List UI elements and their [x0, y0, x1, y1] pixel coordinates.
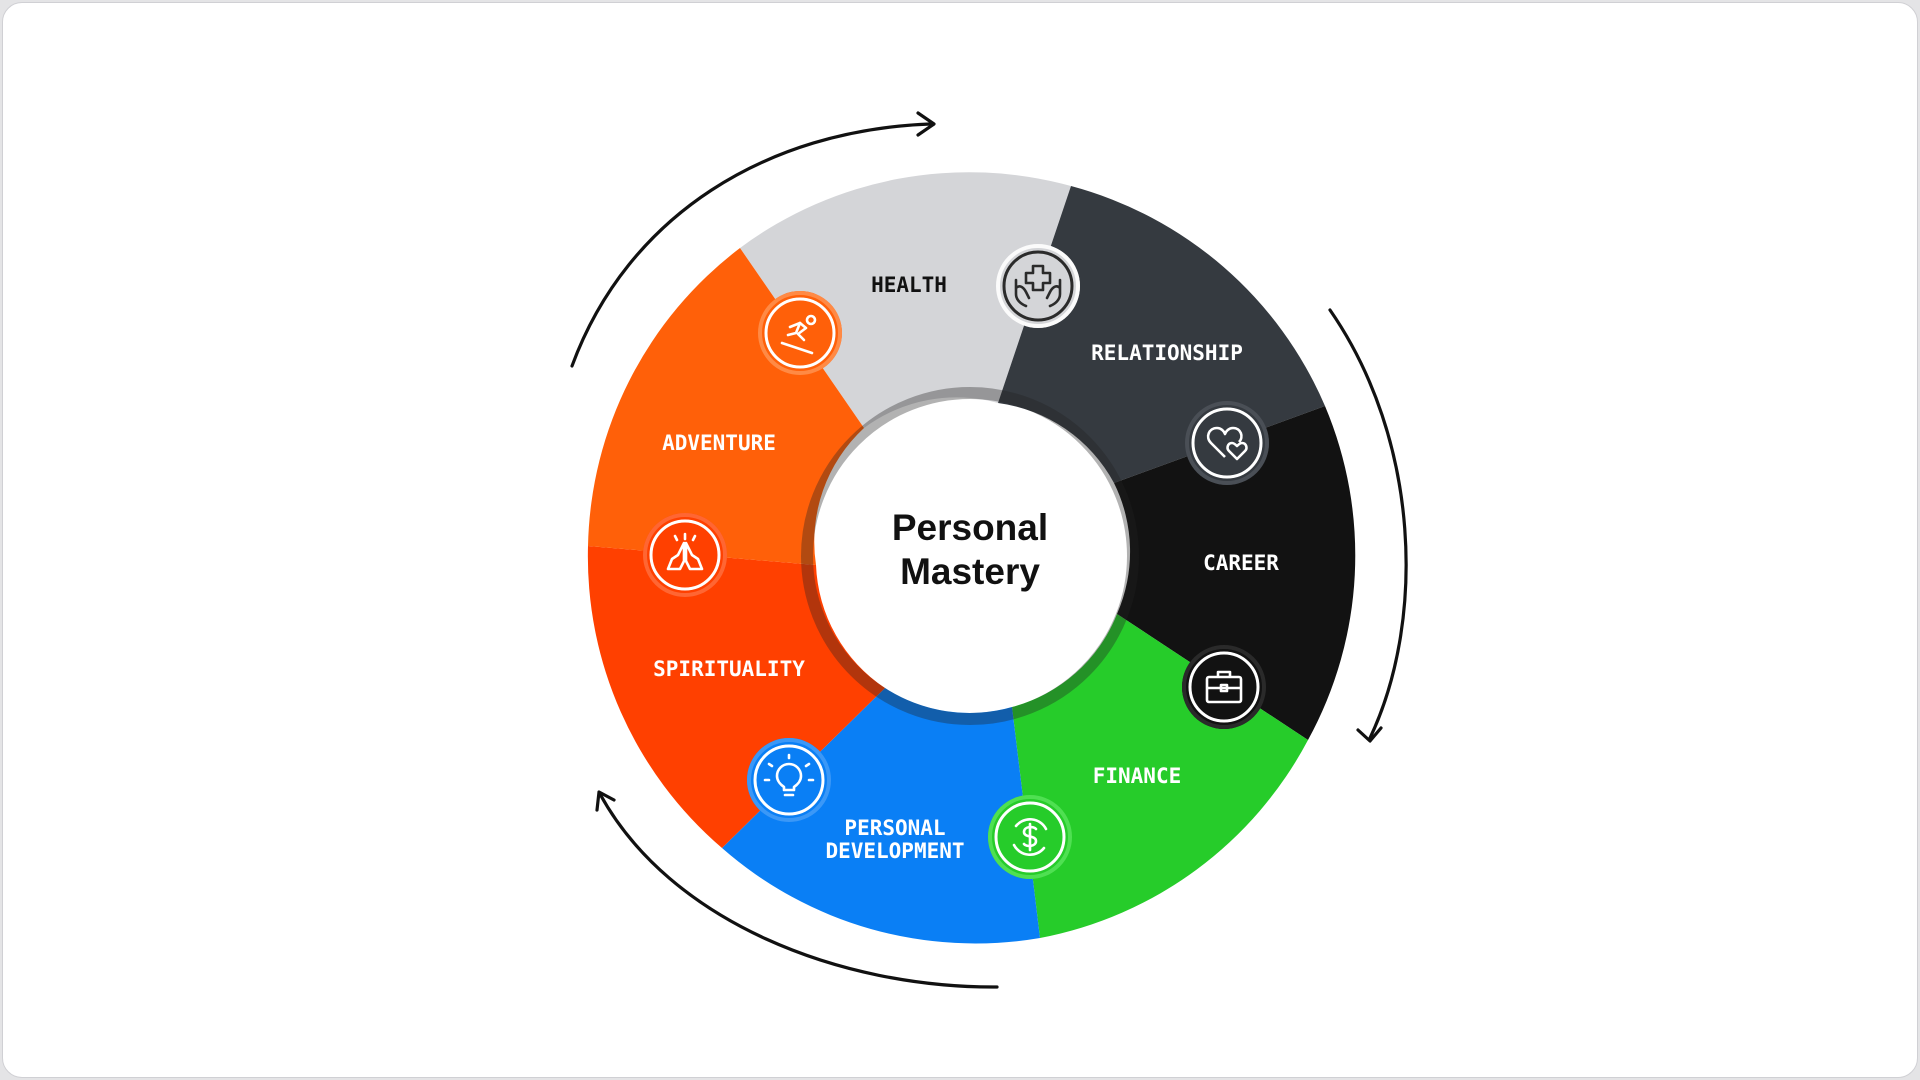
center-title-line2: Mastery [900, 551, 1040, 592]
arrow-head-bottom-icon [595, 790, 616, 812]
arrow-head-top-icon [916, 111, 936, 137]
segment-personal-development [722, 688, 1040, 944]
segment-label-career: CAREER [1203, 551, 1279, 575]
briefcase-icon [1205, 670, 1243, 704]
center-ring [801, 387, 1139, 725]
center-title-line1: Personal [892, 507, 1048, 548]
segment-label-spirituality: SPIRITUALITY [653, 657, 805, 681]
segment-labels: HEALTH RELATIONSHIP CAREER FINANCE PERSO… [653, 273, 1279, 863]
segment-label-health: HEALTH [871, 273, 947, 297]
finance-badge [988, 795, 1072, 879]
spirituality-badge [643, 513, 727, 597]
cycle-arrow-bottom [595, 790, 999, 989]
hearts-icon [1206, 426, 1248, 461]
praying-hands-icon [666, 532, 704, 571]
lightbulb-icon [763, 753, 815, 797]
health-badge [996, 244, 1080, 328]
segment-label-relationship: RELATIONSHIP [1091, 341, 1243, 365]
segment-label-personal-development-line2: DEVELOPMENT [825, 839, 964, 863]
segment-spirituality [587, 546, 885, 848]
arrow-head-right-icon [1356, 726, 1383, 743]
segment-label-finance: FINANCE [1093, 764, 1182, 788]
personal-development-badge [747, 738, 831, 822]
icon-badges [643, 244, 1269, 879]
segment-adventure [588, 248, 864, 565]
career-badge [1182, 645, 1266, 729]
relationship-badge [1185, 401, 1269, 485]
segment-career [1114, 406, 1356, 740]
dollar-coin-icon [1012, 817, 1048, 857]
center-hub: Personal Mastery [801, 387, 1139, 725]
adventure-badge [758, 291, 842, 375]
cycle-arrow-right [1328, 308, 1408, 743]
skier-icon [780, 314, 817, 355]
cycle-arrows [570, 111, 1408, 989]
segment-label-personal-development-line1: PERSONAL [844, 816, 945, 840]
segment-label-adventure: ADVENTURE [662, 431, 776, 455]
center-circle [819, 405, 1121, 707]
hands-medical-cross-icon [1014, 264, 1062, 308]
cycle-arrow-top [570, 111, 936, 368]
